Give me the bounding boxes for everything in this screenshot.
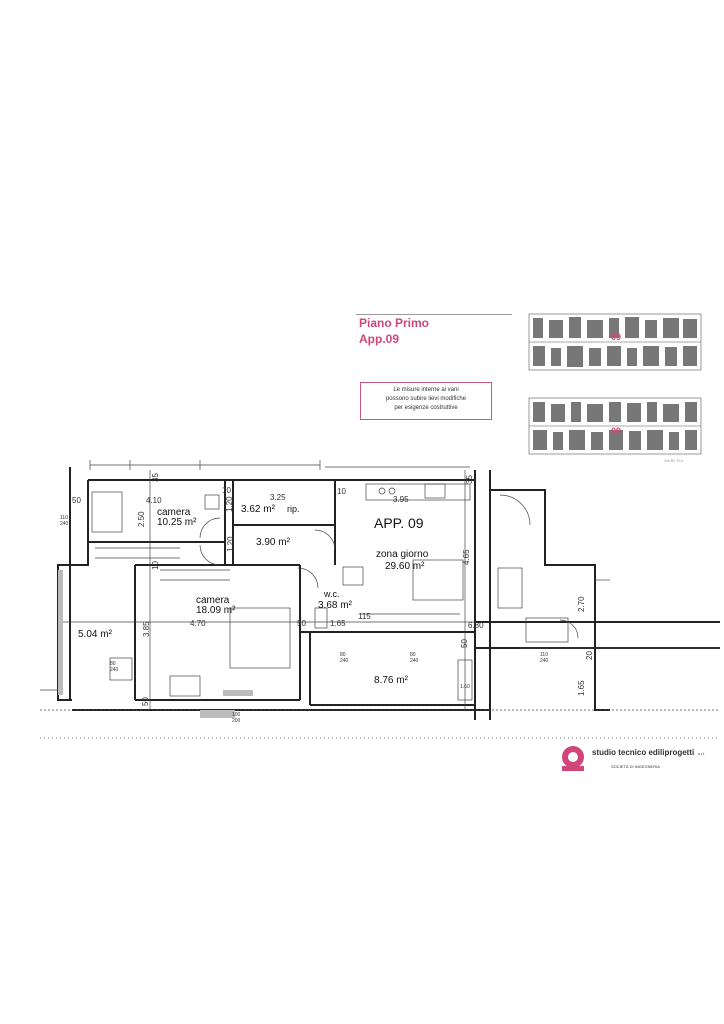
keyplan-label-top: 09 (611, 332, 621, 342)
dim-label: 50 (72, 496, 81, 505)
note-line-3: per esigenze costruttive (394, 405, 458, 411)
key-plan: 09 09 (528, 313, 702, 455)
dim-label: 10 (222, 486, 231, 495)
room-suffix-storage: rip. (287, 504, 300, 514)
opening-size: 240 (340, 658, 349, 664)
room-area-zona-giorno: 29.60 m² (385, 561, 425, 572)
opening-size: 80 (110, 661, 116, 667)
room-area-storage: 3.62 m² (241, 504, 276, 515)
opening-size: 100 (232, 712, 241, 718)
room-area-terrace: 8.76 m² (374, 675, 409, 686)
dim-label: 35 (151, 473, 160, 482)
dim-label: 1.20 (226, 536, 235, 552)
apartment-title: App.09 (359, 332, 400, 346)
ediliprogetti-logo-icon (562, 746, 584, 771)
opening-size: 1.60 (460, 684, 470, 690)
plan-hatching (58, 570, 253, 718)
company-subtitle: SOCIETÀ DI INGEGNERIA (611, 764, 660, 769)
room-area-camera-large: 18.09 m² (196, 605, 236, 616)
opening-size: 80 (340, 652, 346, 658)
dim-label: 1.20 (225, 496, 234, 512)
room-name-camera-small: camera (157, 507, 191, 518)
room-area-balcony: 5.04 m² (78, 629, 113, 640)
keyplan-label-bottom: 09 (611, 426, 621, 436)
title-rule (356, 314, 512, 315)
dim-label: 2.70 (577, 596, 586, 612)
dim-label: 35 (465, 475, 474, 484)
opening-size: 200 (232, 718, 241, 724)
plan-walls (57, 467, 720, 720)
room-name-wc: w.c. (323, 589, 340, 599)
dim-label: 1.65 (330, 619, 346, 628)
dim-label: 4.65 (462, 549, 471, 565)
opening-size: 240 (540, 658, 549, 664)
dim-label: 115 (358, 612, 371, 621)
note-line-1: Le misure interne ai vani (393, 387, 459, 393)
plan-opening-sizes: 110 240 80 240 80 240 80 240 110 240 100… (60, 515, 549, 724)
dim-label: 4.70 (190, 619, 206, 628)
dim-label: 4.10 (146, 496, 162, 505)
dim-label: 50 (297, 619, 306, 628)
opening-size: 110 (60, 515, 68, 521)
dim-label: 3.85 (142, 621, 151, 637)
floor-title: Piano Primo (359, 316, 430, 330)
dim-label: 3.95 (393, 495, 409, 504)
room-name-zona-giorno: zona giorno (376, 549, 429, 560)
opening-size: 80 (410, 652, 416, 658)
opening-size: 240 (60, 521, 69, 527)
dim-label: 50 (141, 697, 150, 706)
apartment-label: APP. 09 (374, 515, 424, 531)
company-name: studio tecnico ediliprogetti (592, 748, 695, 757)
note-line-2: possono subire lievi modifiche (385, 396, 467, 402)
room-area-wc: 3.68 m² (318, 600, 353, 611)
dim-label: 50 (460, 639, 469, 648)
company-suffix: s.r.l. (698, 751, 706, 756)
dim-label: 2.50 (137, 511, 146, 527)
dim-label: 1.65 (577, 680, 586, 696)
keyplan-caption: Via Br..Fra (664, 458, 683, 463)
dim-label: 3.25 (270, 493, 286, 502)
opening-size: 110 (540, 652, 548, 658)
room-area-corridor: 3.90 m² (256, 537, 291, 548)
opening-size: 240 (110, 667, 119, 673)
room-name-camera-large: camera (196, 595, 230, 606)
dim-label: 6.80 (468, 621, 484, 630)
plan-dimensions: 50 4.10 10 3.25 10 2.50 1.20 1.20 3.95 3… (72, 473, 594, 706)
plan-details (40, 460, 720, 739)
construction-note-box: Le misure interne ai vani possono subire… (360, 382, 492, 420)
room-area-camera-small: 10.25 m² (157, 517, 197, 528)
dim-label: 10 (337, 487, 346, 496)
opening-size: 240 (410, 658, 419, 664)
dim-label: 20 (585, 651, 594, 660)
dim-label: 10 (151, 561, 160, 570)
